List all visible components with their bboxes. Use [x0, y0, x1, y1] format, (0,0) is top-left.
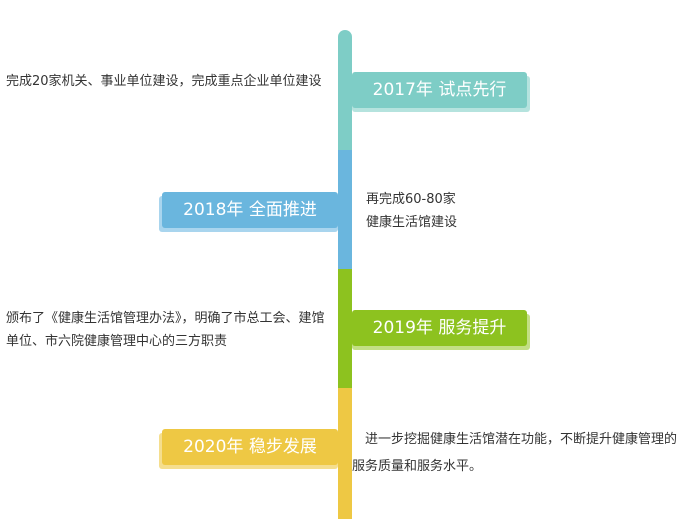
milestone-2019-description: 颁布了《健康生活馆管理办法》，明确了市总工会、建馆单位、市六院健康管理中心的三方…	[6, 311, 325, 349]
timeline-spine-2018	[338, 150, 352, 269]
milestone-2018-description-line-2: 健康生活馆建设	[366, 215, 458, 230]
milestone-2018-label: 2018年 全面推进	[162, 192, 338, 228]
milestone-2020-description: 进一步挖掘健康生活馆潜在功能，不断提升健康管理的服务质量和服务水平。	[352, 432, 678, 474]
timeline-spine-2019	[338, 269, 352, 388]
milestone-2018-description-line-1: 再完成60-80家	[366, 192, 456, 207]
milestone-2019-label: 2019年 服务提升	[352, 310, 527, 346]
milestone-2020-label: 2020年 稳步发展	[162, 429, 338, 465]
milestone-2017-description: 完成20家机关、事业单位建设，完成重点企业单位建设	[6, 74, 322, 89]
milestone-2018-description: 再完成60-80家 健康生活馆建设	[366, 188, 566, 234]
timeline-spine-2017	[338, 37, 352, 150]
milestone-2017-label: 2017年 试点先行	[352, 72, 527, 108]
timeline-spine-2020	[338, 388, 352, 519]
